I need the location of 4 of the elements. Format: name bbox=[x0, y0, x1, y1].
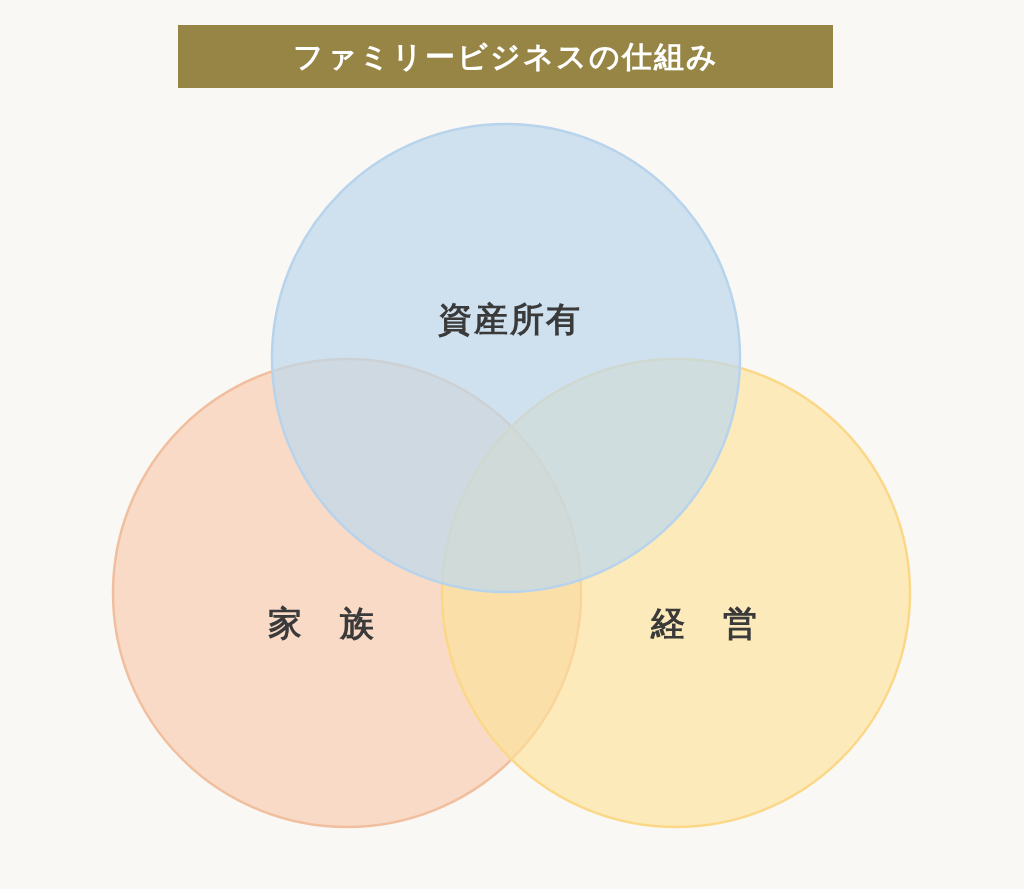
circle-label: 家 族 bbox=[268, 602, 376, 645]
circle-label: 経 営 bbox=[651, 602, 759, 645]
title-banner: ファミリービジネスの仕組み bbox=[178, 25, 833, 88]
circle-label: 資産所有 bbox=[438, 298, 582, 341]
